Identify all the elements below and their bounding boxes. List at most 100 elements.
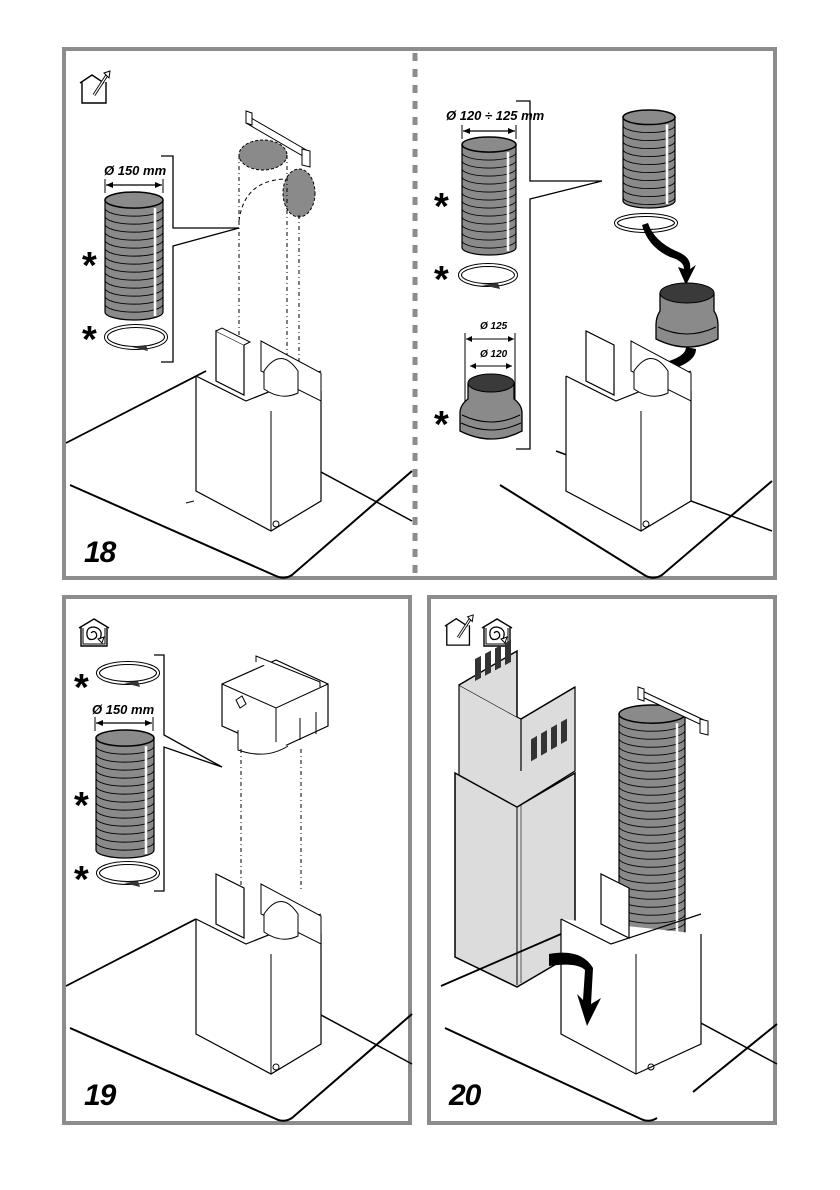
reducer-adapter [459, 373, 523, 440]
duct-body [95, 737, 155, 859]
duct-corrugation [95, 793, 155, 803]
duct-corrugation [622, 197, 676, 206]
duct-corrugation [618, 818, 686, 828]
duct-corrugation [618, 874, 686, 884]
duct-corrugation [461, 200, 517, 209]
duct-corrugation [618, 786, 686, 796]
duct-corrugation [461, 192, 517, 201]
duct-corrugation [618, 794, 686, 804]
diameter-arrow [461, 125, 517, 139]
recirculation-house-icon [481, 618, 513, 647]
optional-mark: * [74, 859, 89, 901]
duct-corrugation [618, 826, 686, 836]
duct-corrugation [95, 833, 155, 843]
ducted-exhaust-house-icon [79, 70, 111, 104]
duct-opening [622, 109, 676, 126]
duct-corrugation [622, 173, 676, 182]
duct-corrugation [104, 215, 164, 225]
duct-corrugation [95, 825, 155, 835]
flexible-duct [461, 136, 517, 256]
diameter-arrow [104, 179, 164, 193]
duct-corrugation [104, 247, 164, 257]
figure-18-panel: Ø 150 mm * * [62, 47, 777, 580]
duct-corrugation [104, 223, 164, 233]
duct-corrugation [104, 239, 164, 249]
duct-corrugation [622, 133, 676, 142]
duct-corrugation [461, 184, 517, 193]
optional-mark: * [74, 667, 89, 709]
duct-corrugation [95, 777, 155, 787]
figure-number: 19 [84, 1079, 116, 1112]
duct-corrugation [95, 817, 155, 827]
duct-corrugation [618, 778, 686, 788]
duct-corrugation [104, 255, 164, 265]
duct-corrugation [461, 152, 517, 161]
duct-corrugation [104, 271, 164, 281]
duct-corrugation [104, 295, 164, 305]
duct-corrugation [622, 149, 676, 158]
duct-corrugation [618, 762, 686, 772]
hood-motor-unit [65, 327, 413, 579]
diameter-arrow [470, 363, 512, 369]
duct-corrugation [95, 785, 155, 795]
flexible-duct [622, 109, 676, 209]
duct-corrugation [104, 263, 164, 273]
duct-corrugation [618, 770, 686, 780]
duct-corrugation [95, 753, 155, 763]
duct-corrugation [618, 730, 686, 740]
hose-clamp [104, 324, 168, 351]
callout-bracket [154, 654, 223, 892]
adapter-outer-diameter: Ø 125 [480, 321, 508, 332]
duct-corrugation [618, 722, 686, 732]
duct-corrugation [461, 224, 517, 233]
recirculation-house-icon [78, 618, 110, 647]
duct-corrugation [622, 157, 676, 166]
duct-opening [461, 136, 517, 153]
figure-20-panel: 20 [427, 595, 778, 1125]
duct-corrugation [618, 738, 686, 748]
duct-corrugation [622, 181, 676, 190]
duct-corrugation [104, 303, 164, 313]
optional-mark: * [82, 245, 97, 287]
duct-corrugation [95, 801, 155, 811]
hood-motor-unit [440, 873, 778, 1122]
optional-mark: * [82, 319, 97, 361]
duct-diameter-label: Ø 150 mm [104, 163, 167, 178]
duct-corrugation [104, 279, 164, 289]
duct-corrugation [95, 841, 155, 851]
exploded-view-ducting [238, 110, 316, 361]
hood-motor-unit [499, 330, 773, 579]
duct-corrugation [618, 810, 686, 820]
dash-guides [240, 749, 302, 889]
duct-corrugation [618, 802, 686, 812]
duct-corrugation [461, 216, 517, 225]
duct-corrugation [104, 231, 164, 241]
duct-corrugation [95, 769, 155, 779]
adapter-inner-diameter: Ø 120 [480, 349, 508, 360]
duct-body [104, 199, 164, 321]
duct-opening [104, 191, 164, 209]
recirculation-filter-box [221, 655, 329, 755]
duct-diameter-label: Ø 150 mm [92, 702, 155, 717]
duct-corrugation [95, 761, 155, 771]
duct-corrugation [95, 809, 155, 819]
ducted-exhaust-house-icon [444, 614, 474, 646]
duct-corrugation [461, 240, 517, 249]
duct-corrugation [618, 834, 686, 844]
optional-mark: * [74, 785, 89, 827]
duct-corrugation [618, 746, 686, 756]
optional-mark: * [434, 259, 449, 301]
figure-number: 18 [84, 536, 116, 569]
duct-corrugation [622, 141, 676, 150]
optional-mark: * [434, 186, 449, 228]
duct-corrugation [618, 850, 686, 860]
duct-corrugation [461, 176, 517, 185]
flexible-duct [618, 704, 686, 944]
ceiling-bracket [637, 686, 709, 736]
duct-corrugation [618, 754, 686, 764]
duct-corrugation [622, 125, 676, 134]
duct-corrugation [461, 232, 517, 241]
panel-divider-dashed [412, 53, 418, 578]
hood-motor-unit [65, 873, 413, 1122]
duct-diameter-label: Ø 120 ÷ 125 mm [446, 108, 545, 123]
